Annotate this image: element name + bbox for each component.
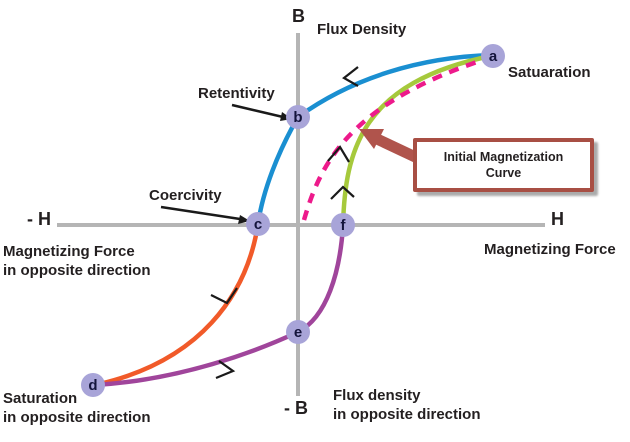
magnetizing-force-right-label: Magnetizing Force [484,241,616,258]
node-e: e [286,320,310,344]
direction-arrow-green-icon [330,185,355,200]
saturation-opposite-line1: Saturation [3,390,78,407]
flux-density-opposite-line2: in opposite direction [333,406,481,423]
minus-h-axis-label: - H [27,209,51,229]
callout-line1: Initial Magnetization [443,150,564,164]
curve-reverse-magnetization-orange [92,221,261,388]
saturation-opposite-label: Saturation in opposite direction [3,389,151,427]
callout-arrow-head-icon [359,129,384,149]
node-a: a [481,44,505,68]
curve-demagnetization-blue [255,52,496,227]
node-c: c [246,212,270,236]
direction-arrow-dashed-icon [327,145,350,163]
flux-density-label: Flux Density [317,21,407,38]
flux-density-opposite-label: Flux density in opposite direction [333,386,481,424]
direction-arrow-orange-icon [210,287,238,305]
retentivity-label: Retentivity [198,85,275,102]
initial-magnetization-callout: Initial Magnetization Curve [413,138,594,192]
direction-arrow-purple-icon [215,360,236,380]
saturation-label: Satuaration [508,64,591,81]
callout-line2: Curve [485,166,522,180]
retentivity-pointer-line [231,103,284,119]
minus-b-axis-label: - B [284,398,308,418]
direction-arrow-blue-icon [342,66,359,87]
node-f: f [331,213,355,237]
coercivity-label: Coercivity [149,187,222,204]
b-axis-label: B [292,6,305,26]
h-axis-label: H [551,209,564,229]
node-d: d [81,373,105,397]
magnetizing-force-left-line2: in opposite direction [3,262,151,279]
node-b: b [286,105,310,129]
saturation-opposite-line2: in opposite direction [3,409,151,426]
magnetizing-force-left-line1: Magnetizing Force [3,243,135,260]
magnetizing-force-left-label: Magnetizing Force in opposite direction [3,242,151,280]
curve-right-return-green [340,53,494,229]
coercivity-pointer-line [160,205,241,221]
flux-density-opposite-line1: Flux density [333,387,421,404]
initial-magnetization-curve-dashed [301,55,490,221]
